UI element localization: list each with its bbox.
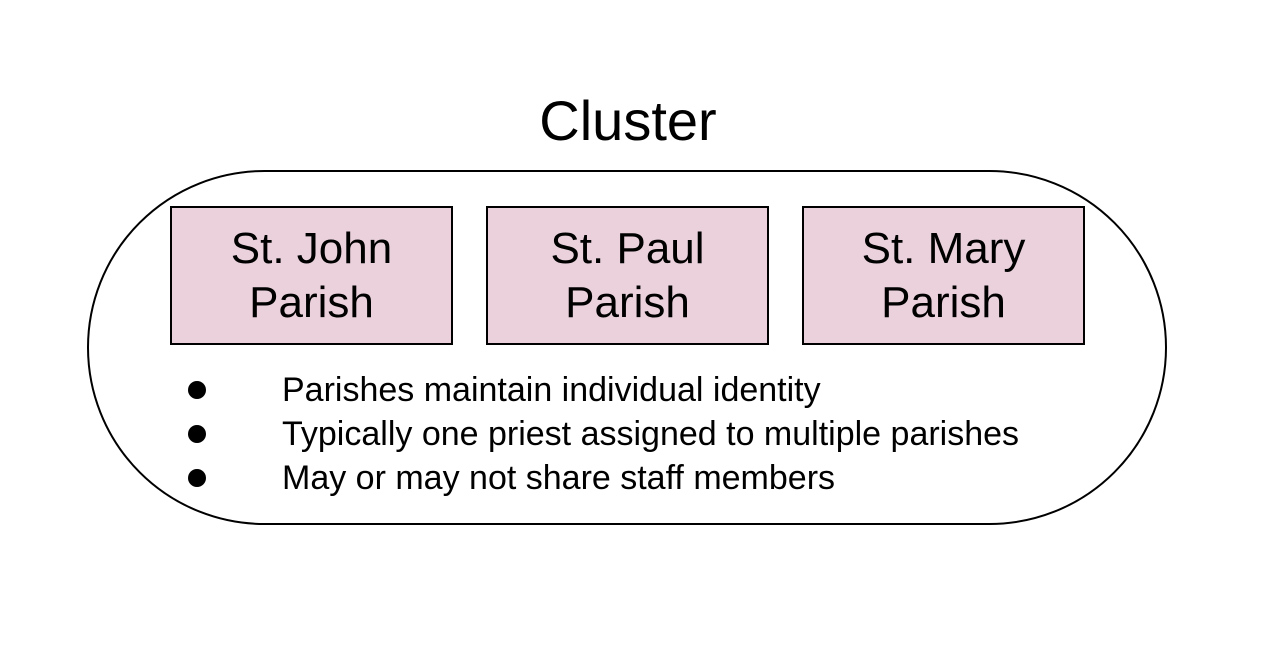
bullet-icon: [188, 425, 206, 443]
diagram-title: Cluster: [539, 89, 717, 152]
parish-label: St. Mary Parish: [861, 223, 1026, 327]
bullet-icon: [188, 381, 206, 399]
parish-label: St. John Parish: [230, 223, 393, 327]
parish-box-st-john: St. John Parish: [170, 206, 453, 345]
cluster-boundary: [87, 170, 1167, 525]
note-text: May or may not share staff members: [282, 459, 836, 497]
parish-box-st-mary: St. Mary Parish: [802, 206, 1085, 345]
bullet-icon: [188, 469, 206, 487]
note-text: Typically one priest assigned to multipl…: [282, 415, 1020, 453]
parish-label: St. Paul Parish: [550, 223, 705, 327]
note-text: Parishes maintain individual identity: [282, 371, 821, 409]
parish-box-st-paul: St. Paul Parish: [486, 206, 769, 345]
